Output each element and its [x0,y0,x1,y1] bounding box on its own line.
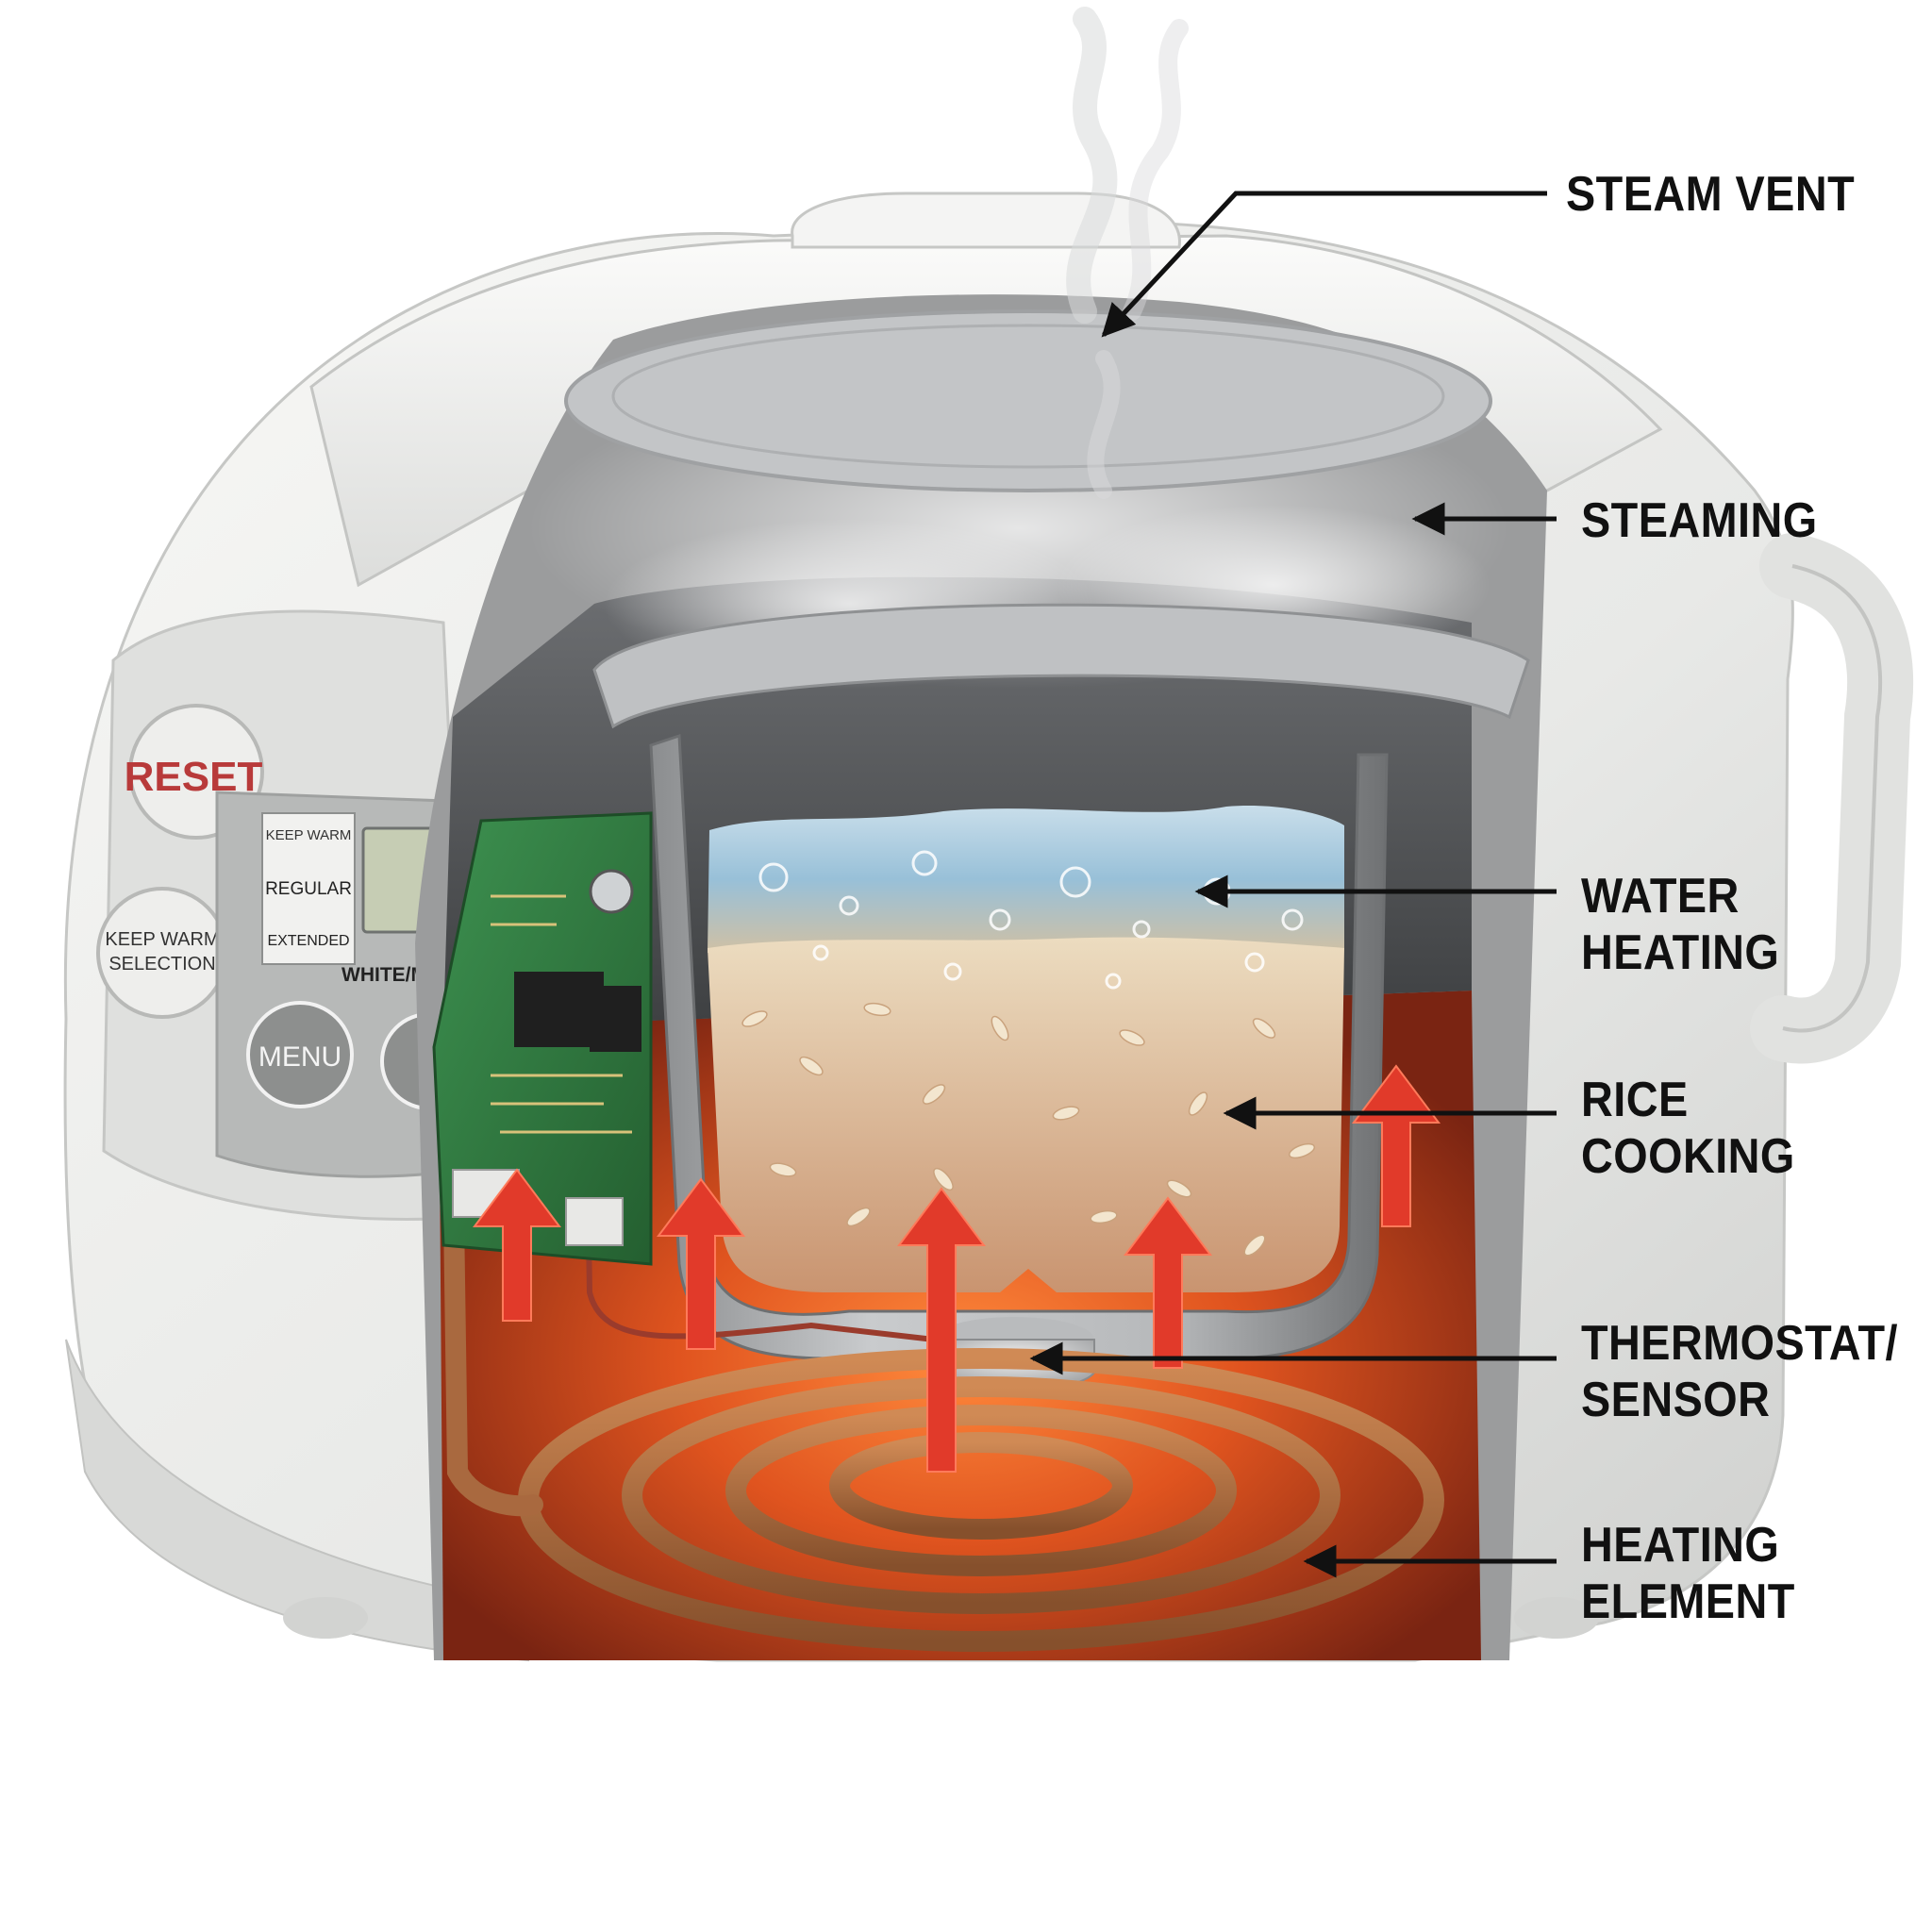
upward-heat-arrow-icon [657,1177,745,1350]
upward-heat-arrow-icon [1352,1064,1441,1227]
label-heating-element-line1: HEATING [1581,1518,1780,1573]
cooker-handle [1750,533,1914,1064]
label-steam-vent-line1: STEAM VENT [1566,167,1856,222]
label-steaming: STEAMING [1581,492,1818,549]
mode-display: KEEP WARM REGULAR EXTENDED [261,812,356,965]
display-keep-warm: KEEP WARM [266,827,352,843]
label-water-heating-line2: HEATING [1581,925,1780,980]
label-water-heating: WATER HEATING [1581,868,1779,981]
inner-pot-rim [592,603,1530,729]
lid-top-plate [791,192,1181,249]
keep-warm-selection-label-line2: SELECTION [108,954,215,974]
label-rice-cooking: RICE COOKING [1581,1072,1795,1185]
upward-heat-arrow-icon [473,1168,561,1322]
label-heating-element-line2: ELEMENT [1581,1574,1795,1629]
rising-steam [1066,7,1189,499]
steam-plate [564,309,1492,492]
menu-button[interactable]: MENU [246,1001,354,1108]
callout-leaders [1029,191,1557,1578]
label-thermostat-sensor: THERMOSTAT/ SENSOR [1581,1315,1898,1428]
display-regular: REGULAR [265,879,352,899]
label-thermostat-sensor-line2: SENSOR [1581,1373,1771,1427]
keep-warm-selection-button[interactable]: KEEP WARM SELECTION [96,887,228,1019]
rice-layer [708,937,1344,1292]
label-water-heating-line1: WATER [1581,869,1740,924]
label-rice-cooking-line1: RICE [1581,1073,1689,1127]
label-steaming-line1: STEAMING [1581,493,1818,548]
label-heating-element: HEATING ELEMENT [1581,1517,1795,1630]
heat-arrows [473,1064,1441,1473]
water-layer [708,806,1344,953]
label-thermostat-sensor-line1: THERMOSTAT/ [1581,1316,1898,1371]
inner-pot [649,733,1389,1360]
keep-warm-selection-label-line1: KEEP WARM [105,929,219,950]
upward-heat-arrow-icon [1124,1196,1212,1369]
sensor-wire [582,999,935,1342]
menu-button-label: MENU [258,1041,341,1073]
control-panel: RESET KEEP WARM SELECTION KEEP WARM REGU… [96,609,478,1221]
leader-steam-vent [1101,191,1547,338]
label-steam-vent: STEAM VENT [1566,166,1855,223]
rice-grains [741,1002,1316,1257]
display-extended: EXTENDED [267,933,349,949]
label-rice-cooking-line2: COOKING [1581,1129,1795,1184]
upward-heat-arrow-icon [897,1187,986,1473]
